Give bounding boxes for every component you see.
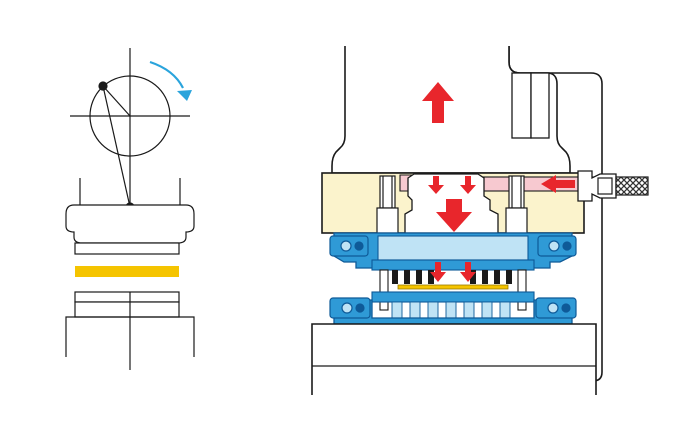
rotation-arrowhead-icon: [177, 90, 192, 101]
spring-pin-left: [376, 175, 399, 234]
spring-pin-right: [505, 175, 528, 234]
blank-strip: [75, 266, 179, 277]
air-down-arrow-icon: [428, 176, 444, 194]
die-plate: [371, 291, 535, 303]
guide-post-right: [517, 269, 527, 311]
stripper-push-arrow-icon: [436, 199, 472, 232]
rotation-arrow-icon: [149, 60, 184, 89]
punches: [392, 270, 512, 284]
upper-clamp-left: [329, 235, 369, 257]
press-bed: [311, 323, 597, 395]
lower-clamp-right: [535, 297, 577, 319]
air-hose-nut: [597, 177, 613, 195]
die-buttons: [391, 301, 511, 319]
upper-clamp-right: [537, 235, 577, 257]
air-flow-arrow-icon: [541, 175, 575, 193]
punch-down-arrow-icon: [430, 262, 446, 282]
ram-body: [65, 204, 195, 244]
punch-down-arrow-icon: [460, 262, 476, 282]
lower-die-top: [74, 291, 180, 303]
air-down-arrow-icon: [460, 176, 476, 194]
connecting-rod: [102, 85, 131, 208]
air-hose-braid: [615, 176, 649, 196]
crank-pin-dot: [98, 81, 108, 91]
crank-arm: [102, 85, 131, 117]
press-detail: [311, 46, 649, 395]
crank-schematic: [65, 48, 195, 370]
ram-up-arrow-icon: [422, 82, 454, 123]
work-strip: [397, 284, 509, 290]
bolster: [65, 316, 195, 357]
upper-die: [74, 242, 180, 255]
air-pipe-channel: [474, 176, 596, 192]
lower-clamp-left: [329, 297, 371, 319]
stripper-plate: [371, 259, 535, 271]
punch-retainer: [377, 235, 529, 261]
guide-post-left: [379, 269, 389, 311]
ram-guide-bar-right: [530, 72, 550, 139]
ram-guide-bar-left: [511, 72, 532, 139]
lower-die-bottom: [74, 301, 180, 318]
